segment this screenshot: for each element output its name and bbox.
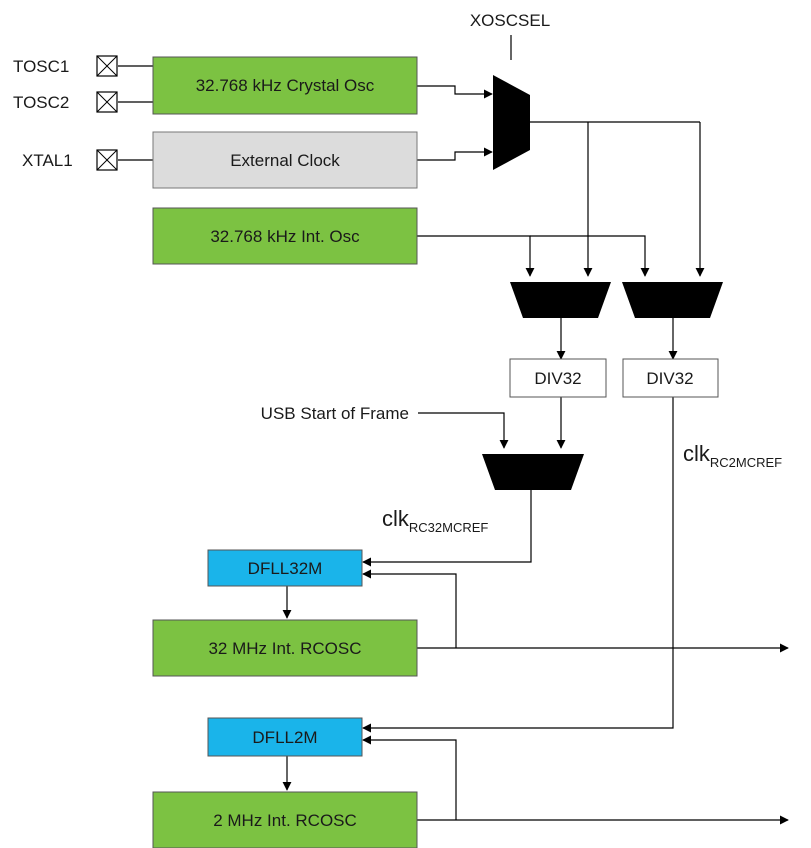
mux-a [510, 282, 611, 318]
block-int-osc-32k [152, 207, 418, 265]
blocks: 32.768 kHz Crystal Osc External Clock 32… [152, 56, 719, 848]
wires [118, 35, 789, 825]
pin-tosc2-icon [96, 91, 118, 113]
mux-select-label: XOSCSEL [470, 11, 550, 30]
wire-rcosc32m-feedback [362, 569, 457, 648]
wire-rcosc2m-feedback [362, 735, 457, 820]
block-external-clock [152, 131, 418, 189]
wire-intosc-to-mux-b [530, 235, 650, 277]
block-external-clock-label: External Clock [230, 151, 340, 170]
pin-tosc1-icon [96, 55, 118, 77]
block-crystal-osc [152, 56, 418, 115]
block-rcosc-2m-label: 2 MHz Int. RCOSC [213, 811, 357, 830]
block-rcosc-2m [152, 791, 418, 848]
wire-usb-sof-to-mux-c [418, 412, 509, 449]
wire-external-to-mux [417, 147, 493, 161]
pin-label-xtal1: XTAL1 [22, 151, 73, 170]
wire-intosc-to-mux-a [417, 235, 535, 277]
wire-crystal-to-mux [417, 85, 493, 99]
block-div32-b-label: DIV32 [646, 369, 693, 388]
block-dfll32m [207, 549, 363, 587]
block-int-osc-32k-label: 32.768 kHz Int. Osc [210, 227, 360, 246]
block-dfll2m [207, 717, 363, 757]
pin-label-tosc2: TOSC2 [13, 93, 69, 112]
wire-clk-rc32mcref [362, 490, 532, 567]
pin-label-tosc1: TOSC1 [13, 57, 69, 76]
pins: TOSC1 TOSC2 XTAL1 [13, 55, 118, 171]
block-dfll32m-label: DFLL32M [248, 559, 323, 578]
block-div32-a-label: DIV32 [534, 369, 581, 388]
block-rcosc-32m-label: 32 MHz Int. RCOSC [208, 639, 361, 658]
usb-sof-label: USB Start of Frame [261, 404, 409, 423]
block-rcosc-32m [152, 619, 418, 677]
mux-c [482, 454, 584, 490]
clk-rc2mcref-label: clkRC2MCREF [683, 441, 782, 470]
clk-rc32mcref-label: clkRC32MCREF [382, 506, 488, 535]
block-dfll2m-label: DFLL2M [252, 728, 317, 747]
block-div32-b [622, 358, 719, 398]
wire-clk-rc2mcref [362, 397, 674, 733]
block-div32-a [509, 358, 607, 398]
multiplexers [482, 75, 723, 490]
mux-xoscsel [493, 75, 530, 170]
mux-b [622, 282, 723, 318]
block-crystal-osc-label: 32.768 kHz Crystal Osc [196, 76, 375, 95]
pin-xtal1-icon [96, 149, 118, 171]
signal-labels: XOSCSEL USB Start of Frame clkRC32MCREF … [261, 11, 783, 535]
